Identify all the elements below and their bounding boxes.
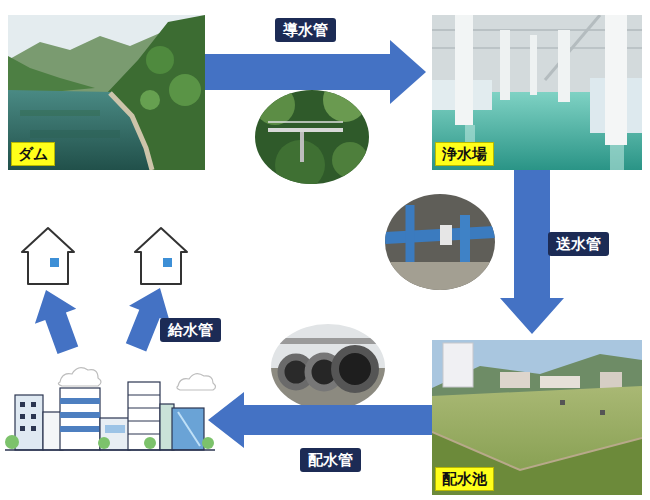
house-icon xyxy=(135,228,187,284)
plant-photo xyxy=(432,15,642,170)
bridge-rail xyxy=(268,121,343,123)
path xyxy=(432,432,642,470)
cloud xyxy=(177,374,216,390)
building xyxy=(60,388,100,450)
ceiling xyxy=(432,15,642,170)
tree xyxy=(202,437,214,449)
window xyxy=(31,426,36,431)
column xyxy=(558,30,570,102)
lake xyxy=(8,90,152,170)
reflection xyxy=(30,130,120,138)
house-outline xyxy=(135,228,187,284)
pipes-photo xyxy=(270,324,386,412)
window xyxy=(20,426,25,431)
building xyxy=(600,372,622,388)
block-arrow xyxy=(25,282,88,357)
floor-line xyxy=(128,434,160,435)
tree xyxy=(140,90,160,110)
window xyxy=(31,402,36,407)
node-label: ダム xyxy=(11,142,55,166)
floor-line xyxy=(128,421,160,422)
floor-line xyxy=(128,408,160,409)
column xyxy=(500,30,510,100)
pipe-label: 送水管 xyxy=(548,232,609,256)
tree xyxy=(5,435,19,449)
left-hill xyxy=(8,56,95,96)
sky xyxy=(8,15,205,170)
tree xyxy=(98,437,110,449)
ground-line xyxy=(5,449,215,451)
house-icon xyxy=(22,228,74,284)
tree xyxy=(144,437,156,449)
stripe xyxy=(60,412,100,418)
blue-pipe xyxy=(460,215,470,262)
column xyxy=(455,15,473,125)
tree xyxy=(146,46,174,74)
node-label: 浄水場 xyxy=(435,142,494,166)
photo-node: 配水池 xyxy=(432,340,642,495)
dam-photo xyxy=(8,15,205,170)
headrace-photo xyxy=(250,78,375,190)
room xyxy=(385,194,495,290)
pipe-end xyxy=(335,349,375,389)
reservoir-photo xyxy=(432,340,642,495)
block-arrow xyxy=(208,392,432,448)
building xyxy=(500,372,530,388)
stripe xyxy=(60,398,100,404)
fence xyxy=(270,338,386,344)
blue-pipe xyxy=(406,205,415,262)
floor-line xyxy=(128,395,160,396)
house-outline xyxy=(22,228,74,284)
pipe-label: 導水管 xyxy=(275,18,336,42)
house-window xyxy=(50,258,59,267)
window xyxy=(20,414,25,419)
window xyxy=(31,414,36,419)
reflection xyxy=(20,110,100,116)
vent xyxy=(600,410,605,415)
bridge-pier xyxy=(300,132,304,162)
vent xyxy=(560,400,565,405)
block-arrow xyxy=(205,40,426,104)
city-illustration xyxy=(5,368,216,450)
node-label: 配水池 xyxy=(435,467,494,491)
tree xyxy=(332,142,368,178)
floor xyxy=(385,262,495,290)
stripe xyxy=(60,426,100,432)
beam xyxy=(545,15,600,80)
window xyxy=(20,402,25,407)
building xyxy=(540,376,580,388)
glass-building xyxy=(172,408,204,450)
column xyxy=(530,35,537,95)
building xyxy=(15,395,43,450)
bridge xyxy=(268,128,343,132)
reflection xyxy=(610,145,624,170)
photo-node: ダム xyxy=(8,15,205,170)
cloud xyxy=(58,368,101,386)
house-window xyxy=(163,258,172,267)
tree xyxy=(255,85,295,125)
tree xyxy=(169,74,201,106)
embankment xyxy=(432,432,642,495)
photo-node: 浄水場 xyxy=(432,15,642,170)
grass xyxy=(432,386,642,495)
hotel-building xyxy=(443,343,473,387)
column xyxy=(605,15,627,145)
building xyxy=(128,382,160,450)
glass-shine xyxy=(178,412,200,446)
pipe-label: 給水管 xyxy=(160,318,221,342)
valve xyxy=(440,225,452,245)
window xyxy=(105,425,125,433)
pipe-label: 配水管 xyxy=(300,448,361,472)
pipe-room-photo xyxy=(385,194,495,290)
